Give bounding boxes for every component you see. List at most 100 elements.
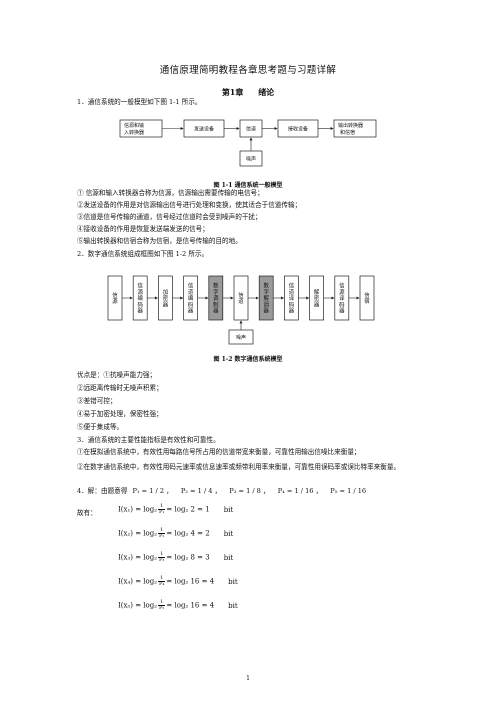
fig2-label-3-char-1: 道 [188,288,194,296]
chapter-number: 第1章 [221,87,244,97]
equation-rhs: = log₂ 8 = 3 [166,553,210,562]
advantages-title: 优点是：①抗噪声能力强； [77,371,157,379]
page-title: 通信原理简明教程各章思考题与习题详解 [159,65,337,76]
equation-lhs: I(x₅) = log₂ [118,601,158,610]
fig2-label-0-char-0: 信 [112,291,118,299]
list1-item-5: ⑤输出转换器和信宿合称为信宿，是信号传输的目的地。 [77,237,242,245]
q4-prob-1: P₁ = 1 / 2 ， [132,487,173,495]
advantage-3: ③差错可控； [77,397,117,405]
fig2-label-3-char-4: 器 [188,308,194,315]
fig2-label-1-char-1: 源 [137,288,143,296]
fig2-label-3-char-0: 信 [188,282,194,290]
advantage-2: ②远距离传输时无噪声积累； [77,384,163,392]
fig1-label-noise: 噪声 [246,156,256,163]
figure-1-2-caption: 图 1-2 数字通信系统模型 [213,356,283,363]
fig2-label-8-char-1: 密 [314,294,320,302]
page-number: 1 [246,675,250,682]
question-3-digital: ②在数字通信系统中，有效性用码元速率或信息速率或频带利用率来衡量，可靠性用误码率… [77,463,401,471]
list1-item-1: ① 信源和输入转换器合称为信源，信源输出需要传输的电信号； [77,189,264,197]
fig2-label-8-char-0: 解 [314,288,320,296]
equation-lhs: I(x₂) = log₂ [118,529,158,538]
equation-rhs: = log₂ 2 = 1 [166,505,210,514]
q4-prob-4: P₄ = 1 / 16 ， [277,487,323,495]
question-2: 2．数字通信系统组成框图如下图 1-2 所示。 [77,250,209,258]
fig1-label-sink-b: 和信宿 [340,129,355,136]
fig2-label-9-char-0: 信 [339,282,345,290]
list1-item-2: ②发送设备的作用是对信源输出信号进行处理和变换，使其适合于信道传输； [77,201,302,209]
advantage-4: ④易于加密处理，保密性强； [77,410,163,418]
fig2-label-9-char-1: 源 [339,288,345,296]
figure-1-2-diagram: 信源信源编码器加密器信道编码器数字调制器信道数字解调器信道译码器解密器信源译码器… [107,275,375,345]
fig2-label-4-char-2: 调 [213,294,218,302]
fig2-label-6-char-1: 字 [263,288,268,296]
fig2-label-7-char-2: 译 [289,294,295,302]
fig2-label-7-char-3: 码 [289,300,295,308]
q4-label: 故有： [77,509,97,517]
fig1-label-source-a: 信源和输 [124,122,144,129]
advantage-5: ⑤便于集成等。 [77,423,124,431]
question-1: 1．通信系统的一般模型如下图 1-1 所示。 [77,98,202,106]
fig2-label-7-char-4: 器 [289,308,295,315]
fig2-label-4-char-1: 字 [213,288,218,296]
fig2-label-7-char-1: 道 [289,288,295,296]
fig2-label-4-char-0: 数 [213,282,219,290]
equation-lhs: I(x₄) = log₂ [118,577,158,586]
fig2-label-4-char-3: 制 [213,300,218,308]
q4-prob-2: P₂ = 1 / 4 ， [180,487,222,495]
figure-1-1-caption: 图 1-1 通信系统一般模型 [213,182,283,189]
fig2-label-10-char-1: 宿 [364,297,370,305]
fig2-label-6-char-2: 解 [263,294,269,302]
fig2-label-9-char-4: 器 [339,308,345,315]
fig1-label-channel: 信道 [246,126,256,133]
fig2-label-2-char-2: 器 [163,301,169,308]
fig2-label-5-char-1: 道 [238,297,244,305]
equation-lhs: I(x₁) = log₂ [118,505,158,514]
fig2-label-1-char-4: 器 [137,308,143,315]
fig2-label-4-char-4: 器 [213,308,219,315]
fig2-label-3-char-2: 编 [188,294,193,302]
chapter-name: 绪论 [258,87,275,97]
fig2-label-6-char-4: 器 [263,308,269,315]
fig2-label-noise: 噪声 [236,334,246,341]
fig2-label-10-char-0: 信 [364,291,370,299]
question-3: 3．通信系统的主要性能指标是有效性和可靠性。 [77,436,220,444]
chapter-heading: 第1章 绪论 [0,87,496,98]
fig1-box-sink [333,119,377,138]
fig2-label-1-char-3: 码 [137,300,143,308]
fig2-label-9-char-3: 码 [339,300,345,308]
fig2-label-7-char-0: 信 [289,282,295,290]
fig2-label-1-char-0: 信 [137,282,143,290]
fig2-label-0-char-1: 源 [112,297,118,305]
question-4-intro: 4．解：由题意得 P₁ = 1 / 2 ， P₂ = 1 / 4 ， P₃ = … [77,487,447,496]
equation-unit: bit [228,577,238,586]
fig2-label-6-char-3: 调 [263,300,268,308]
equation-rhs: = log₂ 16 = 4 [166,601,215,610]
fig1-label-transmitter: 发送设备 [194,126,214,133]
equation-unit: bit [223,529,234,538]
fig2-label-8-char-2: 器 [314,301,320,308]
fig2-label-2-char-1: 密 [163,294,169,302]
equation-lhs: I(x₃) = log₂ [118,553,158,562]
fig2-label-3-char-3: 码 [188,300,194,308]
fig1-label-sink-a: 输出转换器 [338,122,363,129]
equation-rhs: = log₂ 16 = 4 [166,577,215,586]
fig2-box-10 [359,275,375,321]
question-3-analog: ①在模拟通信系统中，有效性用每路信号所占用的信道带宽来衡量，可靠性用输出信噪比来… [77,448,361,456]
q4-prob-3: P₃ = 1 / 8 ， [229,487,270,495]
fig2-label-5-char-0: 信 [238,291,244,299]
equation-unit: bit [228,601,238,610]
fig1-label-source-b: 入转换器 [124,129,144,136]
fig1-label-receiver: 接收设备 [288,126,308,133]
q4-prob-5: P₅ = 1 / 16 [330,487,367,495]
